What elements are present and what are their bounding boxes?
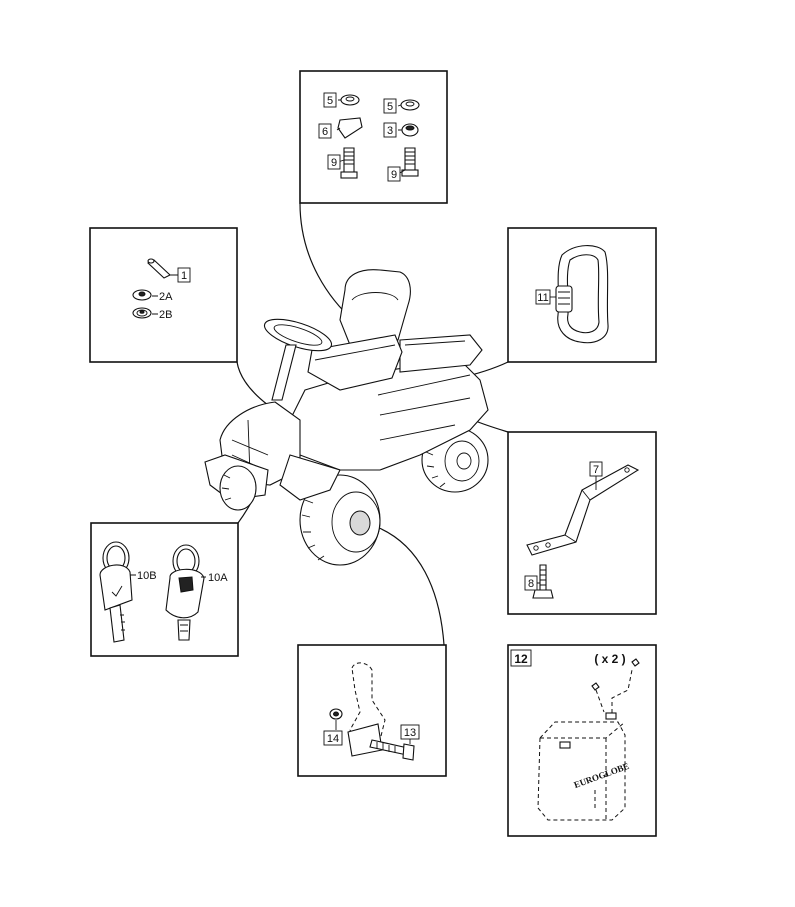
label-10a: 10A (208, 572, 228, 584)
tag-11 (535, 289, 551, 305)
knob-6 (337, 117, 363, 139)
mower-illustration (204, 269, 489, 566)
tag-8 (524, 575, 538, 591)
label-10b: 10B (137, 570, 157, 582)
tag-6 (318, 123, 332, 139)
label-6: 6 (322, 126, 328, 138)
panel-pin-washers: 1 2A 2B (89, 227, 238, 363)
rear-hood (399, 334, 483, 373)
tag-12 (510, 649, 532, 667)
label-14: 14 (327, 733, 339, 745)
battery-cable (611, 669, 633, 713)
tag-13 (400, 724, 420, 740)
tag-14 (323, 730, 343, 746)
tag-9-left (327, 154, 341, 170)
bolt-9-right (404, 147, 416, 171)
bolt-head-left (340, 171, 358, 179)
panel-frame (89, 227, 238, 363)
panel-wheel-bolt: 14 13 (297, 644, 447, 777)
terminal-nut (591, 682, 600, 691)
battery-quantity: ( x 2 ) (594, 652, 625, 666)
washer-5-left (340, 94, 360, 106)
label-13: 13 (404, 727, 416, 739)
panel-frame (297, 644, 447, 777)
tag-1 (177, 267, 191, 283)
bolt-8 (539, 564, 547, 591)
terminal-bolt (631, 658, 640, 667)
tag-9-right (387, 166, 401, 182)
panel-battery: 12 ( x 2 ) EUROGLOBE (507, 644, 657, 837)
seat-back (339, 269, 411, 346)
panel-handle: 11 (507, 227, 657, 363)
key-10a-blade (177, 619, 191, 641)
terminal-right (605, 712, 617, 720)
axle-outline (349, 662, 386, 751)
label-7: 7 (593, 464, 599, 476)
tag-5-right (383, 98, 397, 114)
key-10b-head (99, 564, 133, 611)
key-10b-blade (109, 604, 125, 643)
terminal-left (559, 741, 571, 749)
label-11: 11 (537, 292, 548, 304)
panel-seat-bolts: 5 6 9 5 3 9 (299, 70, 448, 204)
label-8: 8 (528, 578, 534, 590)
steering-column (271, 344, 297, 401)
front-wheel (219, 465, 257, 511)
tag-7 (589, 461, 603, 477)
label-9-left: 9 (331, 157, 337, 169)
label-2b: 2B (159, 309, 172, 321)
label-5-left: 5 (327, 95, 333, 107)
label-2a: 2A (159, 291, 173, 303)
label-12: 12 (514, 652, 528, 666)
bolt-head-right (401, 169, 419, 177)
label-9-right: 9 (391, 169, 397, 181)
battery-outline (537, 721, 626, 821)
bracket-7 (526, 464, 640, 556)
leader-wheel-bolt (376, 526, 445, 646)
key-10a-head (165, 568, 205, 619)
leader-pin-washers (236, 361, 269, 406)
panel-frame (507, 644, 657, 837)
panel-keys: 10B 10A (90, 522, 239, 657)
tag-3 (383, 122, 397, 138)
label-3: 3 (387, 125, 393, 137)
label-5-right: 5 (387, 101, 393, 113)
tag-5-left (323, 92, 337, 108)
label-1: 1 (181, 270, 187, 282)
panel-bracket: 7 8 (507, 431, 657, 615)
handle-clamp (555, 285, 573, 313)
leader-bracket (472, 419, 509, 433)
steering-wheel (263, 318, 333, 352)
washer-5-right (400, 99, 420, 111)
seat-base (307, 334, 403, 391)
